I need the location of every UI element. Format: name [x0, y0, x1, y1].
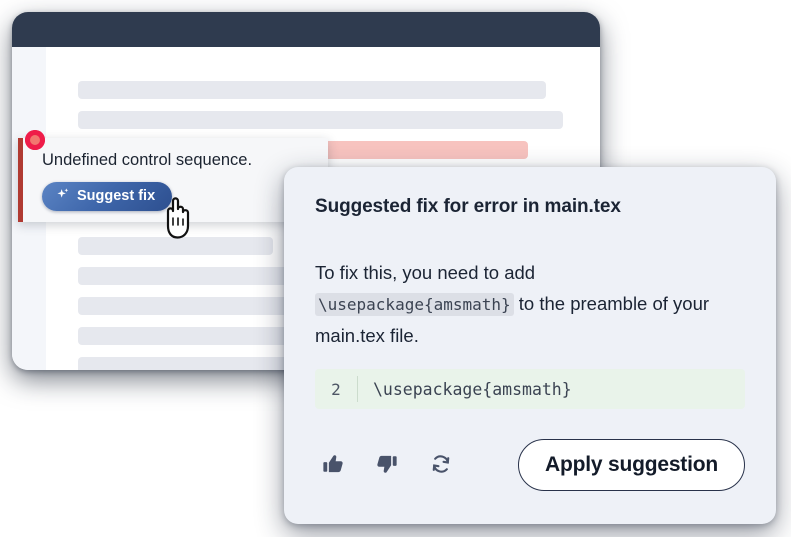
thumbs-up-button[interactable]	[315, 447, 351, 483]
apply-suggestion-button[interactable]: Apply suggestion	[518, 439, 745, 491]
card-actions-row: Apply suggestion	[315, 437, 745, 493]
document-line-placeholder	[78, 81, 546, 99]
error-accent-bar	[18, 138, 23, 222]
regenerate-icon	[430, 453, 452, 478]
thumbs-down-icon	[376, 453, 398, 478]
code-line-content: \usepackage{amsmath}	[373, 379, 572, 399]
description-text-part-2: to the preamble of your main.tex file.	[315, 293, 710, 346]
document-line-placeholder	[78, 237, 273, 255]
error-marker-icon[interactable]	[25, 130, 45, 150]
thumbs-down-button[interactable]	[369, 447, 405, 483]
editor-titlebar	[12, 12, 600, 47]
code-block: 2 \usepackage{amsmath}	[315, 369, 745, 409]
error-tooltip-panel: Undefined control sequence. Suggest fix	[18, 138, 328, 222]
thumbs-up-icon	[322, 453, 344, 478]
code-line-number: 2	[331, 379, 341, 399]
card-description: To fix this, you need to add \usepackage…	[315, 257, 715, 351]
suggest-fix-button[interactable]: Suggest fix	[42, 182, 173, 211]
inline-code-usepackage: \usepackage{amsmath}	[315, 293, 514, 316]
document-line-placeholder	[78, 111, 563, 129]
description-text-part-1: To fix this, you need to add	[315, 262, 536, 283]
suggest-fix-label: Suggest fix	[77, 188, 156, 205]
suggestion-card: Suggested fix for error in main.tex To f…	[284, 167, 776, 524]
card-title: Suggested fix for error in main.tex	[315, 196, 621, 217]
code-gutter-divider	[357, 376, 358, 402]
regenerate-button[interactable]	[423, 447, 459, 483]
sparkle-icon	[55, 187, 70, 206]
error-message-text: Undefined control sequence.	[42, 151, 253, 169]
